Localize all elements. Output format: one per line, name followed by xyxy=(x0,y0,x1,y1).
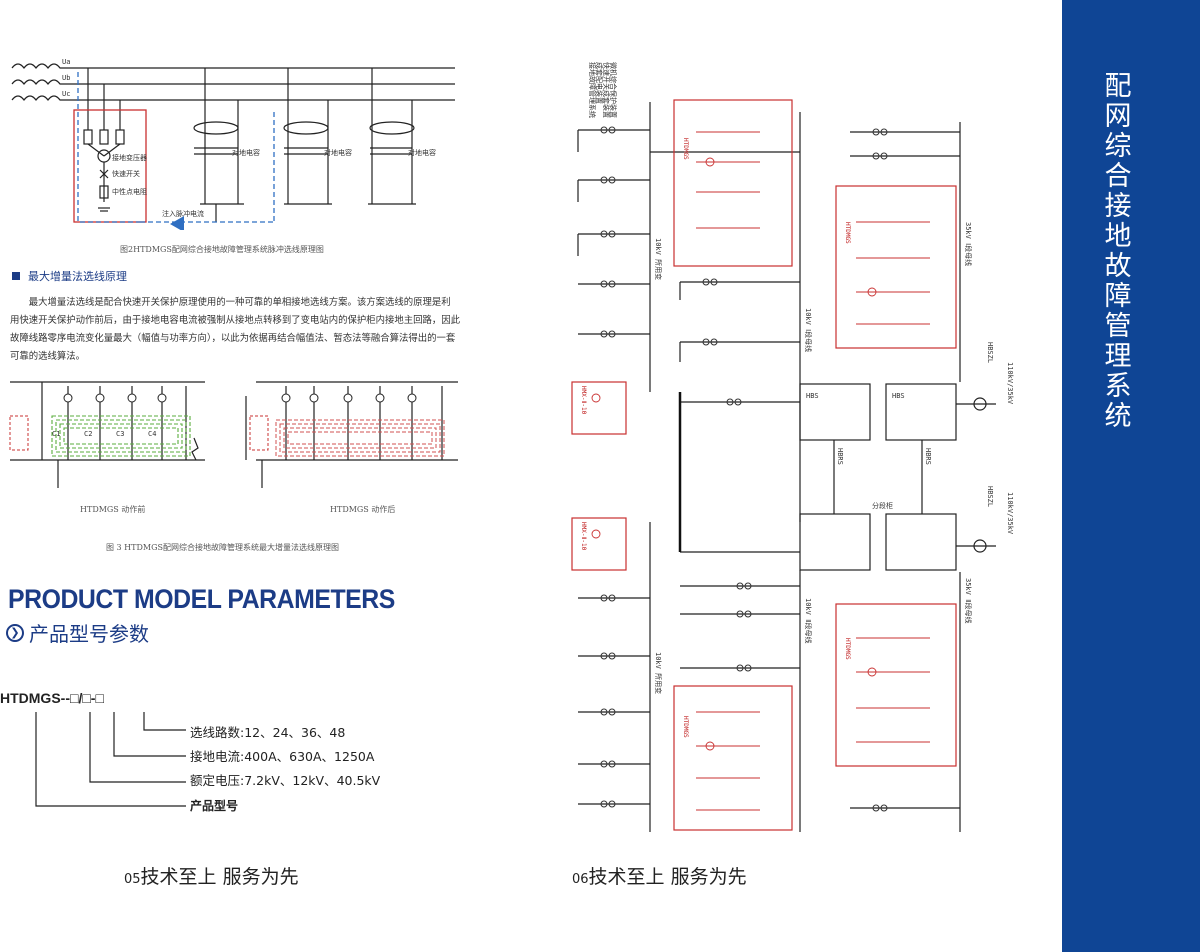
section-heading: 最大增量法选线原理 xyxy=(12,268,127,284)
bus-label-b1: 10kV 所用变 xyxy=(654,238,663,280)
bus-label-b6: 35kV Ⅱ段母线 xyxy=(964,578,973,624)
sidebar-band xyxy=(1062,0,1200,952)
param-label: 接地电流: xyxy=(190,749,245,764)
inject-label: 注入脉冲电流 xyxy=(162,209,204,218)
phase-b-label: Ub xyxy=(62,74,70,82)
param-value: 7.2kV、12kV、40.5kV xyxy=(244,773,381,788)
fig2-caption: 图2HTDMGS配网综合接地故障管理系统脉冲选线原理图 xyxy=(120,245,324,254)
section-title: 最大增量法选线原理 xyxy=(28,270,127,283)
left-footer: 05技术至上 服务为先 xyxy=(124,862,299,889)
cap-c1: C1 xyxy=(52,430,60,438)
cabinet-t1b: HBS xyxy=(806,392,819,400)
phase-a-label: Ua xyxy=(62,58,70,66)
fig2-pulse-diagram: Ua Ub Uc 接地变压器 快速开关 中性点电阻 注入脉冲电流 对地电容 对地… xyxy=(11,58,455,230)
cabinet-t4: HBRS xyxy=(924,448,932,465)
cap-c4: C4 xyxy=(148,430,156,438)
left-footer-slogan: 技术至上 服务为先 xyxy=(140,866,299,888)
cabinet-t3: HBRS xyxy=(836,448,844,465)
param-value: 400A、630A、1250A xyxy=(244,749,375,764)
red-box-r1: HTDMGS xyxy=(682,138,689,160)
cap1-label: 对地电容 xyxy=(232,148,260,157)
red-box-r2: HTDMGS xyxy=(844,222,851,244)
section-square-icon xyxy=(12,272,20,280)
legend-line-3: 快速开关成套装置 xyxy=(602,62,611,118)
product-model-subtitle: ❯ 产品型号参数 xyxy=(6,618,149,647)
red-box-r3: HTDMGS xyxy=(844,638,851,660)
pm-subtitle-text: 产品型号参数 xyxy=(29,622,149,646)
transformer-t2v: 110kV/35kV xyxy=(1006,492,1014,535)
param-row-lines: 选线路数:12、24、36、48 xyxy=(190,722,345,741)
param-row-current: 接地电流:400A、630A、1250A xyxy=(190,746,374,765)
product-model-title: PRODUCT MODEL PARAMETERS xyxy=(8,584,395,614)
bus-label-b4: 10kV 所用变 xyxy=(654,652,663,694)
left-page-number: 05 xyxy=(124,872,141,887)
bus-label-b3: 35kV Ⅰ段母线 xyxy=(964,222,973,266)
chevron-right-icon: ❯ xyxy=(6,623,24,642)
fig3-increment-diagram: C1 C2 C3 C4 xyxy=(9,381,458,488)
bus-label-b5: 10kV Ⅱ段母线 xyxy=(804,598,813,644)
legend-line-4: 微机综合保护装置 xyxy=(609,62,618,118)
fig3-caption: 图 3 HTDMGS配网综合接地故障管理系统最大增量法选线原理图 xyxy=(106,543,339,552)
param-row-model: 产品型号 xyxy=(190,797,238,814)
red-box-s1: HMX-Ⅱ-10 xyxy=(580,386,587,415)
sidebar-title: 配网综合接地故障管理系统 xyxy=(1104,71,1132,432)
param-row-voltage: 额定电压:7.2kV、12kV、40.5kV xyxy=(190,770,380,789)
cap-c3: C3 xyxy=(116,430,124,438)
red-box-r4: HTDMGS xyxy=(682,716,689,738)
fig3-before-label: HTDMGS 动作前 xyxy=(80,505,146,514)
model-code: HTDMGS--□/□-□ xyxy=(0,690,104,706)
param-value: 12、24、36、48 xyxy=(244,725,346,740)
bus-tie-label: 分段柜 xyxy=(872,501,893,510)
single-line-diagram: 接地故障管理系统 成套配电装置 快速开关成套装置 微机综合保护装置 xyxy=(571,62,1014,832)
param-label: 产品型号 xyxy=(190,799,239,813)
right-footer: 06技术至上 服务为先 xyxy=(572,862,747,889)
fast-switch-label: 快速开关 xyxy=(112,169,140,178)
transformer-t1: HBSZL xyxy=(986,342,994,363)
legend-line-2: 成套配电装置 xyxy=(595,62,604,104)
param-label: 选线路数: xyxy=(190,725,245,740)
cap-c2: C2 xyxy=(84,430,92,438)
transformer-t2: HBSZL xyxy=(986,486,994,507)
model-code-brackets xyxy=(35,712,186,807)
cap3-label: 对地电容 xyxy=(408,148,436,157)
phase-c-label: Uc xyxy=(62,90,70,98)
cabinet-t2b: HBS xyxy=(892,392,905,400)
fig3-after-label: HTDMGS 动作后 xyxy=(330,505,396,514)
body-paragraph: 最大增量法选线是配合快速开关保护原理使用的一种可靠的单相接地选线方案。该方案选线… xyxy=(10,297,461,362)
right-footer-slogan: 技术至上 服务为先 xyxy=(588,866,747,888)
transformer-t1v: 110kV/35kV xyxy=(1006,362,1014,405)
bus-label-b2: 10kV Ⅰ段母线 xyxy=(804,308,813,352)
red-box-s2: HMX-Ⅱ-10 xyxy=(580,522,587,551)
right-page-number: 06 xyxy=(572,872,589,887)
cap2-label: 对地电容 xyxy=(324,148,352,157)
transformer-label: 接地变压器 xyxy=(112,153,147,162)
param-label: 额定电压: xyxy=(190,773,245,788)
neutral-resistor-label: 中性点电阻 xyxy=(112,187,147,196)
legend-line-1: 接地故障管理系统 xyxy=(588,62,597,118)
